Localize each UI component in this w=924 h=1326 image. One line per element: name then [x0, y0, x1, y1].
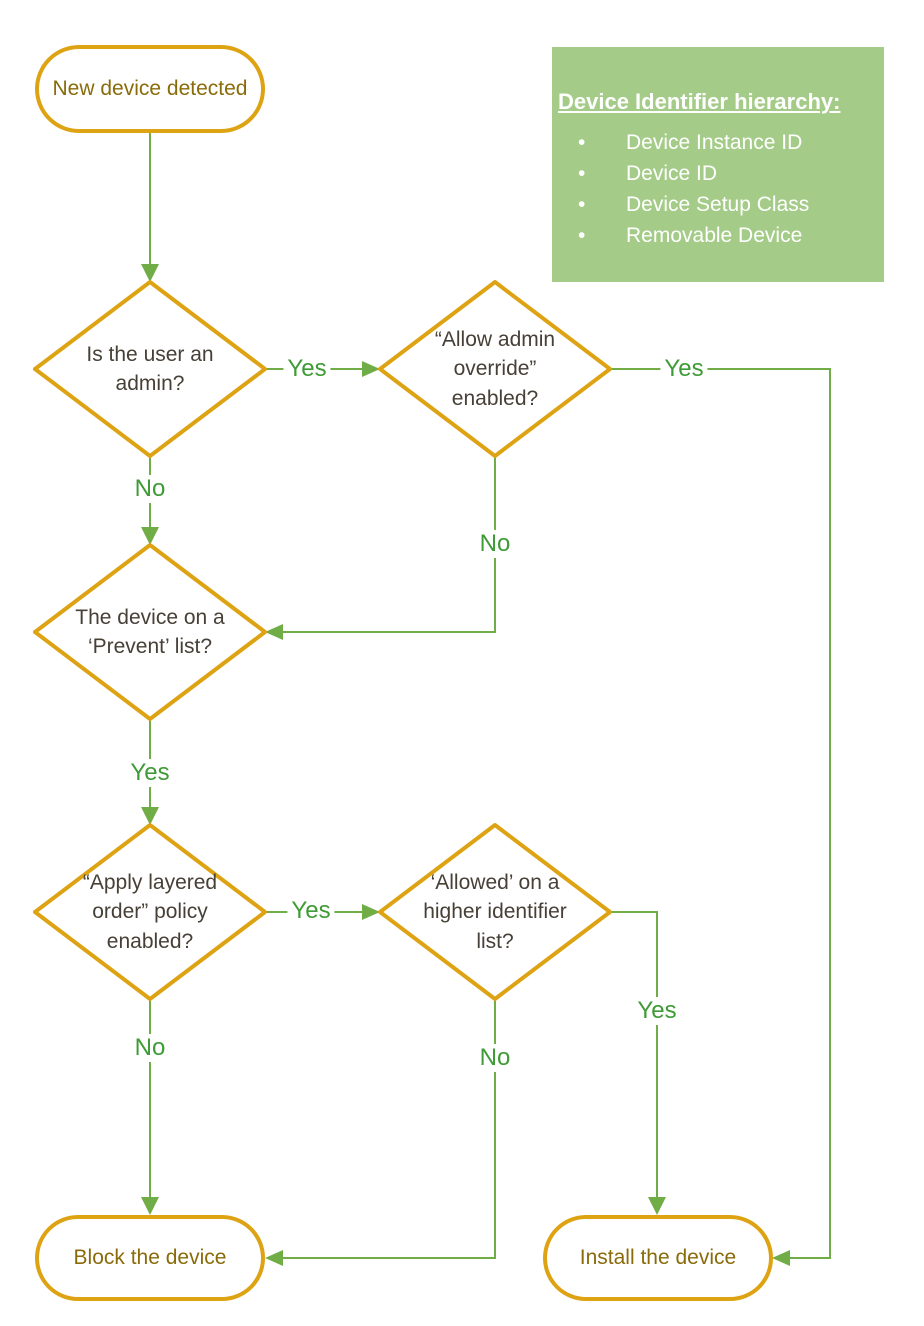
legend-item: Removable Device: [578, 220, 878, 251]
decision-prevent-list-shape: [33, 543, 267, 721]
decision-admin-label: Is the user an admin?: [86, 342, 214, 395]
arrowhead-into-d2: [362, 361, 380, 377]
legend-item: Device Setup Class: [578, 189, 878, 220]
start-node-shape: [35, 45, 265, 133]
arrowhead-into-install-top: [648, 1197, 666, 1215]
legend-title: Device Identifier hierarchy:: [558, 89, 841, 114]
arrowhead-into-d3-right: [265, 624, 283, 640]
block-node-label: Block the device: [73, 1246, 227, 1270]
legend-item: Device Instance ID: [578, 127, 878, 158]
decision-admin-shape: [33, 280, 267, 458]
arrowhead-into-install-right: [772, 1250, 790, 1266]
decision-higher-identifier-shape: [378, 823, 612, 1001]
arrowhead-into-block-top: [141, 1197, 159, 1215]
edge-d5-block-no: [283, 999, 496, 1259]
edge-label-d1-d3-no: No: [130, 475, 170, 503]
edge-d2-install-yes: [610, 368, 831, 1259]
arrowhead-into-d1: [141, 264, 159, 282]
arrowhead-into-d5: [362, 904, 380, 920]
arrowhead-into-block-right: [265, 1250, 283, 1266]
install-node-shape: [543, 1215, 773, 1301]
edge-label-d3-d4-yes: Yes: [126, 759, 174, 787]
edge-label-d2-install-yes: Yes: [660, 355, 708, 383]
legend-item: Device ID: [578, 158, 878, 189]
decision-prevent-list-label: The device on a ‘Prevent’ list?: [75, 605, 225, 658]
edge-d2-d3-no: [283, 456, 496, 633]
edge-d5-install-yes: [610, 911, 658, 1199]
edge-label-d4-block-no: No: [130, 1034, 170, 1062]
edge-label-d1-d2-yes: Yes: [283, 355, 331, 383]
edge-label-d5-block-no: No: [475, 1044, 515, 1072]
arrowhead-into-d3-top: [141, 527, 159, 545]
legend-box: Device Identifier hierarchy: Device Inst…: [552, 47, 884, 282]
decision-higher-identifier-label: ‘Allowed’ on a higher identifier list?: [423, 870, 567, 953]
legend-list: Device Instance ID Device ID Device Setu…: [558, 127, 878, 251]
arrowhead-into-d4: [141, 807, 159, 825]
install-node-label: Install the device: [579, 1246, 737, 1270]
edge-label-d4-d5-yes: Yes: [287, 897, 335, 925]
start-node-label: New device detected: [52, 77, 248, 101]
edge-label-d2-d3-no: No: [475, 530, 515, 558]
decision-layered-order-shape: [33, 823, 267, 1001]
decision-layered-order-label: “Apply layered order” policy enabled?: [82, 870, 218, 953]
edge-label-d5-install-yes: Yes: [633, 997, 681, 1025]
block-node-shape: [35, 1215, 265, 1301]
decision-admin-override-shape: [378, 280, 612, 458]
decision-admin-override-label: “Allow admin override” enabled?: [434, 327, 556, 410]
